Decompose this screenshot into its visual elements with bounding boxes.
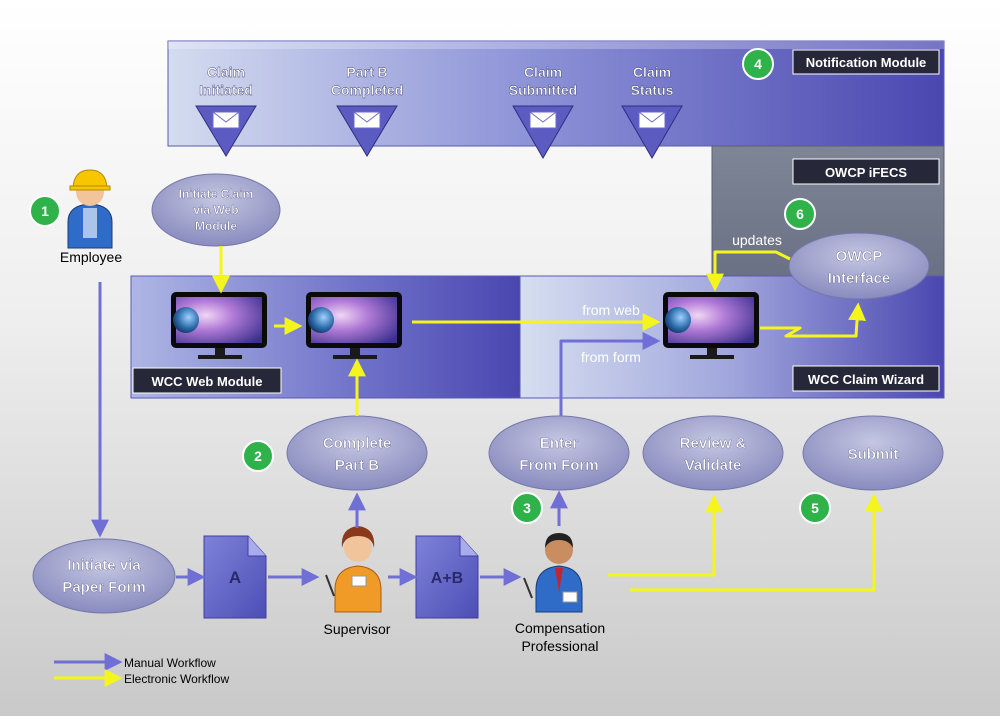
supervisor-label: Supervisor	[324, 621, 391, 637]
monitor-icon	[171, 292, 267, 359]
envelope-triangle-icon	[512, 105, 574, 160]
wcc-web-module-label: WCC Web Module	[132, 367, 282, 394]
legend: Manual Workflow Electronic Workflow	[54, 653, 229, 687]
arrow-to-review	[608, 494, 723, 577]
svg-text:Status: Status	[631, 82, 674, 98]
step-badge-3: 3	[511, 492, 543, 524]
updates-label: updates	[732, 232, 782, 248]
monitor-icon	[306, 292, 402, 359]
svg-text:Submitted: Submitted	[509, 82, 577, 98]
svg-text:WCC Claim Wizard: WCC Claim Wizard	[808, 372, 924, 387]
svg-text:WCC Web Module: WCC Web Module	[152, 374, 263, 389]
svg-text:3: 3	[523, 500, 531, 516]
notification-claim-submitted: Claim Submitted	[509, 64, 578, 98]
envelope-triangle-icon	[195, 105, 257, 157]
step-badge-4: 4	[742, 48, 774, 80]
svg-text:via Web: via Web	[193, 203, 238, 217]
step-badge-5: 5	[799, 492, 831, 524]
svg-text:Claim: Claim	[633, 64, 671, 80]
enter-from-form-node: Enter From Form	[488, 415, 630, 491]
notification-claim-initiated: Claim Initiated	[199, 64, 253, 98]
arrow-wizard-to-interface	[760, 302, 867, 338]
svg-text:Claim: Claim	[207, 64, 245, 80]
svg-text:Claim: Claim	[524, 64, 562, 80]
owcp-interface-node: OWCP Interface	[788, 232, 930, 300]
svg-text:Initiate Claim: Initiate Claim	[179, 187, 254, 201]
monitor-icon	[663, 292, 759, 359]
step-badge-1: 1	[29, 195, 61, 227]
envelope-triangle-icon	[336, 105, 398, 157]
initiate-claim-web-node: Initiate Claim via Web Module	[151, 173, 281, 247]
owcp-ifecs-label: OWCP iFECS	[792, 158, 940, 185]
electronic-arrows	[212, 246, 883, 592]
arrow-to-submit	[630, 493, 883, 592]
complete-part-b-node: Complete Part B	[286, 415, 428, 491]
svg-text:5: 5	[811, 500, 819, 516]
arrow-updates	[706, 250, 791, 292]
compensation-professional-icon	[523, 533, 583, 613]
svg-text:6: 6	[796, 206, 804, 222]
svg-text:Initiated: Initiated	[199, 82, 253, 98]
svg-text:Review &: Review &	[680, 435, 747, 452]
compensation-professional-label-line2: Professional	[521, 638, 598, 654]
svg-text:Completed: Completed	[331, 82, 403, 98]
from-form-label: from form	[581, 349, 641, 365]
envelope-triangle-icon	[621, 105, 683, 160]
svg-text:OWCP: OWCP	[836, 248, 883, 265]
notification-module-label: Notification Module	[792, 49, 940, 75]
review-validate-node: Review & Validate	[642, 415, 784, 491]
svg-text:Enter: Enter	[540, 435, 579, 452]
submit-node: Submit	[802, 415, 944, 491]
supervisor-icon	[325, 526, 382, 613]
employee-label: Employee	[60, 249, 122, 265]
legend-electronic-label: Electronic Workflow	[124, 672, 229, 686]
employee-icon	[67, 169, 113, 249]
svg-text:Notification Module: Notification Module	[806, 55, 927, 70]
svg-text:Paper Form: Paper Form	[62, 579, 145, 596]
legend-manual-label: Manual Workflow	[124, 656, 216, 670]
step-badge-2: 2	[242, 440, 274, 472]
svg-text:Initiate via: Initiate via	[67, 557, 141, 574]
notification-claim-status: Claim Status	[630, 64, 674, 98]
svg-text:OWCP iFECS: OWCP iFECS	[825, 165, 907, 180]
svg-text:1: 1	[41, 203, 49, 219]
compensation-professional-label-line1: Compensation	[515, 620, 605, 636]
svg-text:Module: Module	[195, 219, 237, 233]
step-badge-6: 6	[784, 198, 816, 230]
svg-text:Complete: Complete	[323, 435, 391, 452]
svg-text:Interface: Interface	[828, 270, 891, 287]
initiate-paper-form-node: Initiate via Paper Form	[32, 538, 176, 614]
svg-text:Submit: Submit	[848, 446, 899, 463]
svg-text:A: A	[229, 568, 241, 587]
manual-arrows	[91, 282, 661, 586]
svg-text:4: 4	[754, 56, 762, 72]
wcc-claim-wizard-label: WCC Claim Wizard	[792, 365, 940, 392]
document-a-icon: A	[203, 535, 267, 619]
notification-part-b-completed: Part B Completed	[331, 64, 404, 98]
svg-text:Part B: Part B	[346, 64, 387, 80]
from-web-label: from web	[582, 302, 640, 318]
svg-text:Part B: Part B	[335, 457, 379, 474]
svg-text:2: 2	[254, 448, 262, 464]
document-a-plus-b-icon: A+B	[415, 535, 479, 619]
svg-text:A+B: A+B	[431, 570, 463, 587]
svg-text:Validate: Validate	[685, 457, 742, 474]
svg-text:From Form: From Form	[519, 457, 598, 474]
arrow-from-form	[559, 332, 661, 416]
